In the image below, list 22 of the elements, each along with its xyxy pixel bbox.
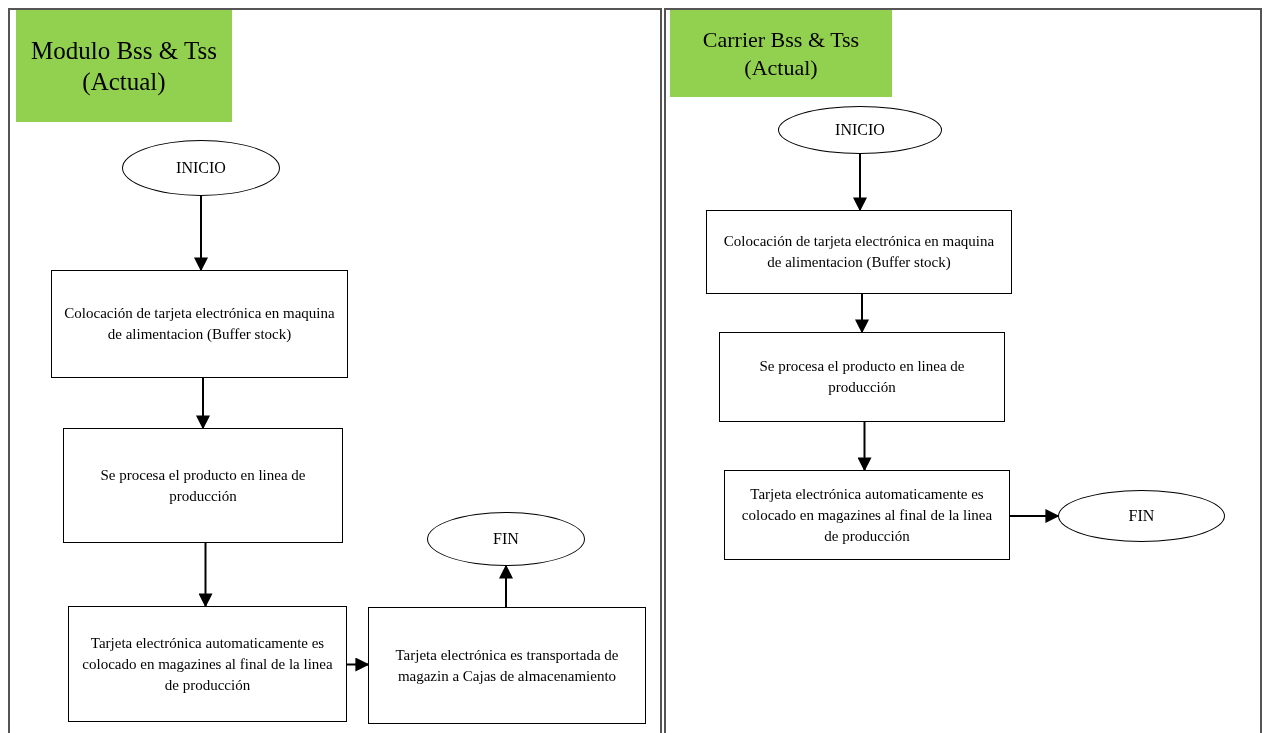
process-box: Colocación de tarjeta electrónica en maquina de alimentacion (Buffer stock) bbox=[706, 210, 1012, 294]
arrow bbox=[196, 377, 210, 430]
process-box: Tarjeta electrónica automaticamente es colocado en magazines al final de la linea de producción bbox=[724, 470, 1010, 560]
terminal-ellipse: FIN bbox=[1058, 490, 1225, 542]
title-label: Modulo Bss & Tss (Actual) bbox=[16, 10, 232, 122]
arrow bbox=[855, 293, 869, 334]
arrow bbox=[198, 542, 213, 608]
title-label: Carrier Bss & Tss (Actual) bbox=[670, 10, 892, 97]
arrow bbox=[857, 421, 872, 472]
process-box: Se procesa el producto en linea de producción bbox=[63, 428, 343, 543]
arrow bbox=[853, 153, 867, 212]
process-box: Tarjeta electrónica es transportada de magazin a Cajas de almacenamiento bbox=[368, 607, 646, 724]
arrow bbox=[194, 195, 208, 272]
process-box: Colocación de tarjeta electrónica en maquina de alimentacion (Buffer stock) bbox=[51, 270, 348, 378]
terminal-ellipse: INICIO bbox=[778, 106, 942, 154]
arrow bbox=[499, 564, 513, 608]
terminal-ellipse: INICIO bbox=[122, 140, 280, 196]
process-box: Se procesa el producto en linea de producción bbox=[719, 332, 1005, 422]
terminal-ellipse: FIN bbox=[427, 512, 585, 566]
arrow bbox=[346, 657, 370, 672]
process-box: Tarjeta electrónica automaticamente es colocado en magazines al final de la linea de producción bbox=[68, 606, 347, 722]
arrow bbox=[1009, 509, 1060, 523]
